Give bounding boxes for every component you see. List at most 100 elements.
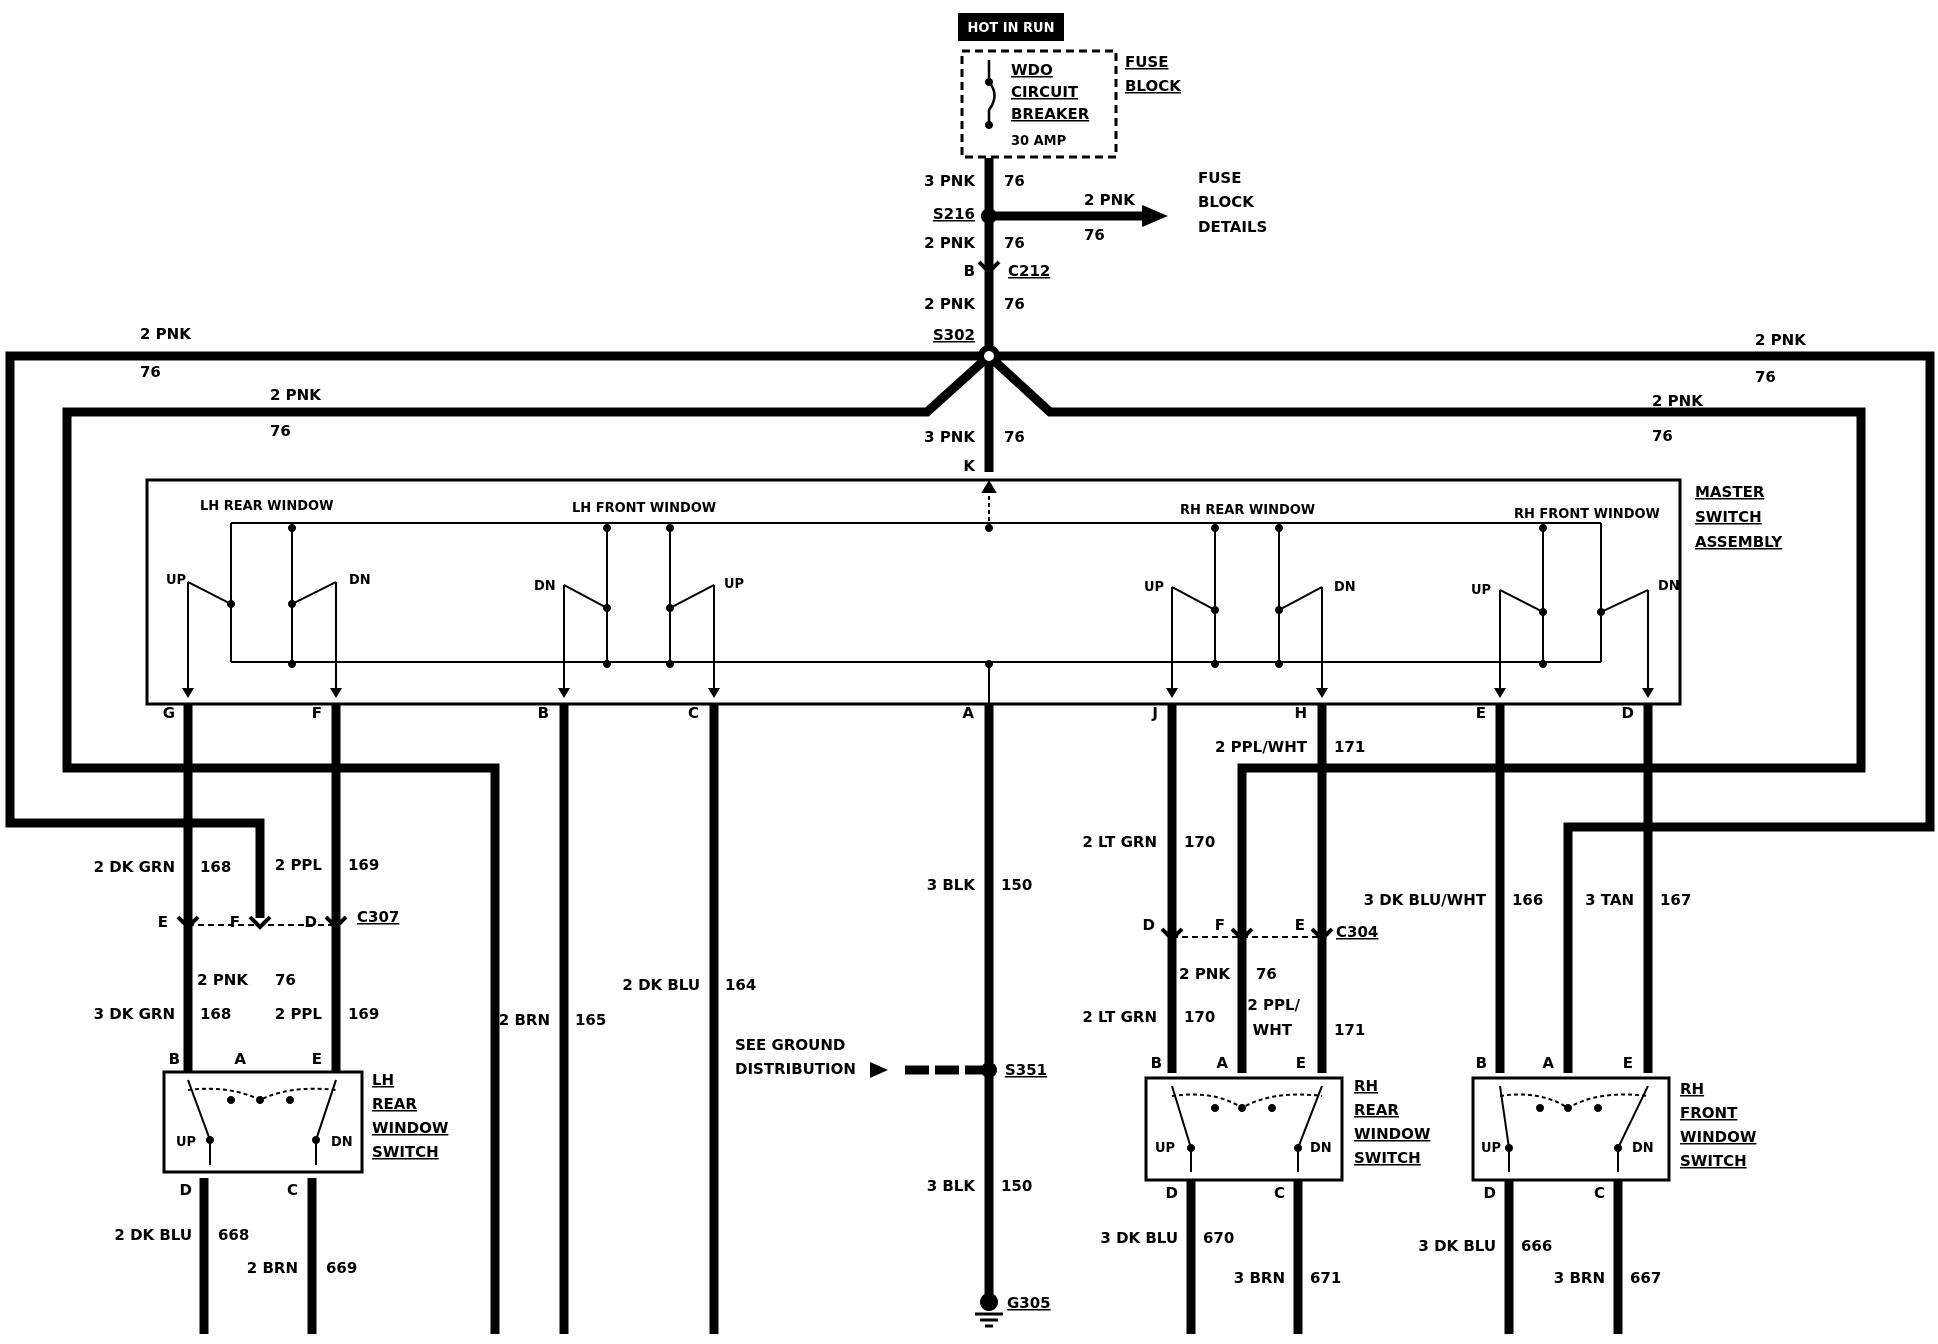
wire-label: 2 PPL <box>275 1005 323 1023</box>
wire-label: 76 <box>1652 427 1673 445</box>
pin-e-c304: E <box>1295 916 1305 934</box>
wire-76-inner-left <box>62 352 993 1334</box>
section-lh-rear-label: LH REAR WINDOW <box>200 499 333 514</box>
wire-label: 2 LT GRN <box>1082 833 1157 851</box>
ground-text-1: SEE GROUND <box>735 1036 845 1054</box>
fuse-block-label-2: BLOCK <box>1125 77 1182 95</box>
pin-f-c307: F <box>230 913 240 931</box>
pin-e-lh-rear: E <box>312 1050 322 1068</box>
wire-label: 76 <box>1004 172 1025 190</box>
connector-c304-label: C304 <box>1336 923 1378 941</box>
wire-label: 169 <box>348 856 379 874</box>
breaker-label-1: WDO <box>1011 61 1053 79</box>
wire-76-outer-right <box>989 351 1935 1073</box>
switch-label-3: WINDOW <box>1680 1128 1757 1146</box>
circuit-breaker-icon <box>987 60 996 125</box>
wire-label: 2 PNK <box>1652 392 1704 410</box>
fuse-block-label-1: FUSE <box>1125 53 1168 71</box>
fuse-details-label-3: DETAILS <box>1198 218 1267 236</box>
wire-label: 150 <box>1001 1177 1032 1195</box>
dn-label: DN <box>1658 579 1680 594</box>
master-label-1: MASTER <box>1695 483 1765 501</box>
fuse-details-label-1: FUSE <box>1198 169 1241 187</box>
pin-e-c307: E <box>158 913 168 931</box>
master-label-3: ASSEMBLY <box>1695 533 1783 551</box>
dn-label: DN <box>534 579 556 594</box>
wire-label: 171 <box>1334 1021 1365 1039</box>
wire-76-outer-left <box>5 351 989 918</box>
pin-c: C <box>688 704 699 722</box>
hot-in-run-badge <box>958 13 1064 41</box>
pin-e-rh-rear: E <box>1296 1054 1306 1072</box>
fuse-details-label-2: BLOCK <box>1198 193 1255 211</box>
pin-d-c304: D <box>1143 916 1155 934</box>
ground-text-2: DISTRIBUTION <box>735 1060 856 1078</box>
pin-d-c307: D <box>305 913 317 931</box>
wire-label: 3 BRN <box>1234 1269 1285 1287</box>
rh-rear-window-switch: UP DN RH REAR WINDOW SWITCH <box>1144 1076 1431 1182</box>
wire-label: 164 <box>725 976 756 994</box>
pin-e-rh-front: E <box>1623 1054 1633 1072</box>
switch-label-1: LH <box>372 1071 394 1089</box>
dn-label: DN <box>1310 1141 1332 1156</box>
connector-c307-label: C307 <box>357 908 399 926</box>
splice-s216-label: S216 <box>933 205 975 223</box>
pin-f: F <box>312 704 322 722</box>
wire-label: 2 PNK <box>924 234 976 252</box>
wire-label: 170 <box>1184 833 1215 851</box>
ground-g305-label: G305 <box>1007 1294 1051 1312</box>
up-label: UP <box>166 573 186 588</box>
pin-a: A <box>962 704 974 722</box>
wire-label: 2 PNK <box>1084 191 1136 209</box>
dn-label: DN <box>349 573 371 588</box>
wire-label: 3 DK BLU <box>1100 1229 1178 1247</box>
dn-label: DN <box>1632 1141 1654 1156</box>
wire-label: 2 BRN <box>499 1011 550 1029</box>
pin-c-rh-rear: C <box>1274 1184 1285 1202</box>
pin-d: D <box>1622 704 1634 722</box>
wire-label: 2 PPL <box>275 856 323 874</box>
wire-label: 76 <box>1256 965 1277 983</box>
wire-label: 76 <box>270 422 291 440</box>
wire-label: 2 PNK <box>140 325 192 343</box>
wire-label: 3 PNK <box>924 428 976 446</box>
wire-76-inner-right <box>985 352 1866 1073</box>
connector-c212-label: C212 <box>1008 262 1050 280</box>
wire-label: WHT <box>1253 1021 1293 1039</box>
switch-label-2: FRONT <box>1680 1104 1738 1122</box>
up-label: UP <box>1481 1141 1501 1156</box>
switch-label-4: SWITCH <box>372 1143 439 1161</box>
wire-label: 2 PPL/WHT <box>1215 738 1308 756</box>
master-label-2: SWITCH <box>1695 508 1762 526</box>
pin-a-lh-rear: A <box>234 1050 246 1068</box>
pin-e: E <box>1476 704 1486 722</box>
connector-c212-chevron <box>977 260 1001 275</box>
wire-label: 167 <box>1660 891 1691 909</box>
wire-label: 170 <box>1184 1008 1215 1026</box>
pin-g: G <box>163 704 175 722</box>
pin-d-lh-rear: D <box>180 1181 192 1199</box>
breaker-label-2: CIRCUIT <box>1011 83 1079 101</box>
switch-label-4: SWITCH <box>1354 1149 1421 1167</box>
splice-s302-label: S302 <box>933 326 975 344</box>
switch-label-3: WINDOW <box>1354 1125 1431 1143</box>
up-label: UP <box>1471 583 1491 598</box>
wire-label: 3 DK GRN <box>94 1005 175 1023</box>
pin-k: K <box>963 457 976 475</box>
switch-label-2: REAR <box>372 1095 417 1113</box>
wire-label: 2 PNK <box>270 386 322 404</box>
wire-label: 76 <box>140 363 161 381</box>
wire-label: 2 PNK <box>1179 965 1231 983</box>
up-label: UP <box>1144 580 1164 595</box>
wire-label: 2 PPL/ <box>1247 996 1300 1014</box>
wire-label: 2 DK GRN <box>94 858 175 876</box>
arrow-right-icon <box>1142 205 1168 227</box>
pin-j: J <box>1151 704 1158 722</box>
breaker-label-3: BREAKER <box>1011 105 1090 123</box>
lh-rear-window-switch: UP DN LH REAR WINDOW SWITCH <box>162 1070 449 1174</box>
master-switch-assembly: MASTER SWITCH ASSEMBLY LH REAR WINDOW LH… <box>145 478 1783 706</box>
rh-front-window-switch: UP DN RH FRONT WINDOW SWITCH <box>1471 1076 1757 1182</box>
pin-d-rh-rear: D <box>1166 1184 1178 1202</box>
wire-label: 2 PNK <box>924 295 976 313</box>
